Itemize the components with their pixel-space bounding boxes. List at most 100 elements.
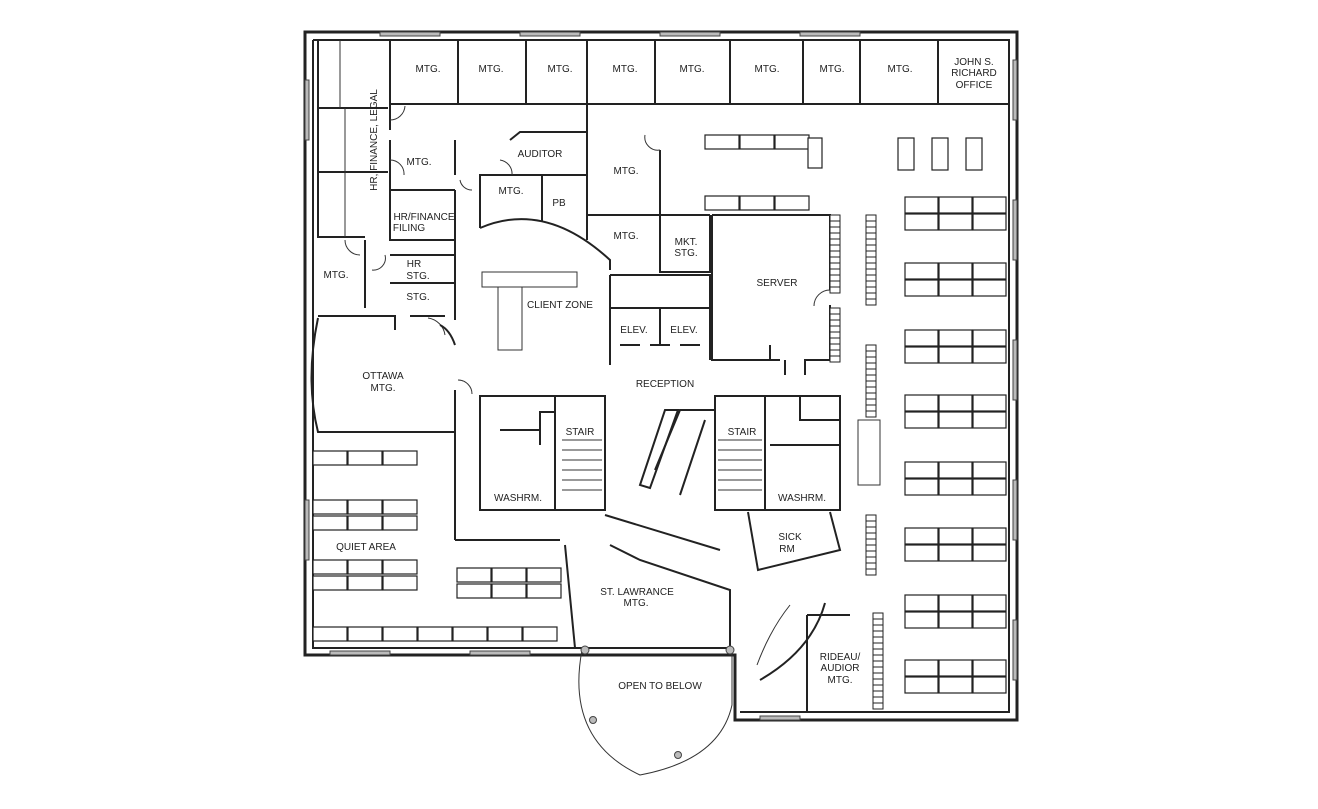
- desk: [938, 594, 973, 612]
- desk: [522, 626, 558, 642]
- label-mtg: MTG.: [888, 64, 913, 75]
- desk: [774, 195, 810, 211]
- label-server: SERVER: [757, 278, 798, 289]
- label-rideau: RIDEAU/: [820, 652, 861, 663]
- reception-desk: [638, 409, 881, 490]
- storage-rack: [865, 256, 877, 264]
- storage-rack: [872, 702, 884, 710]
- storage-rack: [829, 220, 841, 228]
- desk: [347, 575, 383, 591]
- label-mtg: MTG.: [613, 64, 638, 75]
- label-mtg: MTG.: [407, 157, 432, 168]
- desk: [938, 329, 973, 347]
- desk: [972, 527, 1007, 545]
- storage-rack: [865, 392, 877, 400]
- storage-rack: [872, 678, 884, 686]
- label-mkt-stg: MKT.: [675, 237, 698, 248]
- label-rideau: MTG.: [828, 675, 853, 686]
- desk: [938, 478, 973, 496]
- label-elevator: ELEV.: [670, 325, 697, 336]
- desk: [972, 196, 1007, 214]
- storage-rack: [829, 244, 841, 252]
- storage-rack: [872, 660, 884, 668]
- desk: [807, 137, 823, 169]
- desk: [904, 611, 939, 629]
- desk: [931, 137, 949, 171]
- storage-rack: [872, 648, 884, 656]
- desk: [972, 544, 1007, 562]
- label-rideau: AUDIOR: [821, 663, 860, 674]
- desk: [972, 329, 1007, 347]
- desk: [312, 450, 348, 466]
- label-st-lawrance: MTG.: [624, 598, 649, 609]
- label-quiet-area: QUIET AREA: [336, 542, 396, 553]
- storage-rack: [865, 244, 877, 252]
- storage-rack: [865, 362, 877, 370]
- desk: [904, 659, 939, 677]
- storage-rack: [829, 268, 841, 276]
- storage-rack: [872, 672, 884, 680]
- desk: [312, 559, 348, 575]
- desk: [972, 262, 1007, 280]
- desk: [491, 567, 527, 583]
- storage-rack: [865, 526, 877, 534]
- storage-rack: [872, 630, 884, 638]
- storage-rack: [829, 274, 841, 282]
- storage-rack: [865, 544, 877, 552]
- desk: [382, 515, 418, 531]
- desk: [739, 195, 775, 211]
- storage-rack: [865, 350, 877, 358]
- desk: [938, 611, 973, 629]
- desk: [972, 659, 1007, 677]
- desk: [938, 659, 973, 677]
- left-offices: [312, 40, 456, 336]
- desk: [347, 559, 383, 575]
- storage-rack: [865, 220, 877, 228]
- desk: [938, 213, 973, 231]
- storage-rack: [829, 262, 841, 270]
- storage-rack: [865, 520, 877, 528]
- storage-rack: [865, 398, 877, 406]
- label-client-zone: CLIENT ZONE: [527, 300, 593, 311]
- workstations: [312, 134, 1007, 710]
- desk: [312, 515, 348, 531]
- label-auditor: AUDITOR: [518, 149, 563, 160]
- desk: [904, 411, 939, 429]
- storage-rack: [829, 337, 841, 345]
- desk: [938, 279, 973, 297]
- desk: [904, 676, 939, 694]
- storage-rack: [872, 612, 884, 620]
- center-offices: [459, 104, 711, 273]
- label-ottawa: MTG.: [371, 383, 396, 394]
- desk: [526, 567, 562, 583]
- desk: [456, 567, 492, 583]
- label-mtg: MTG.: [499, 186, 524, 197]
- storage-rack: [865, 280, 877, 288]
- storage-rack: [865, 374, 877, 382]
- desk: [904, 461, 939, 479]
- storage-rack: [829, 331, 841, 339]
- desk: [491, 583, 527, 599]
- storage-rack: [865, 262, 877, 270]
- desk: [347, 499, 383, 515]
- storage-rack: [829, 226, 841, 234]
- label-mtg: MTG.: [548, 64, 573, 75]
- label-elevator: ELEV.: [620, 325, 647, 336]
- desk: [904, 544, 939, 562]
- label-hr-filing: FILING: [393, 223, 425, 234]
- st-lawrance-room: [564, 544, 735, 776]
- storage-rack: [865, 274, 877, 282]
- label-sick-room: RM: [779, 544, 795, 555]
- desk: [972, 594, 1007, 612]
- storage-rack: [865, 344, 877, 352]
- desk: [704, 195, 740, 211]
- desk: [904, 279, 939, 297]
- storage-rack: [865, 568, 877, 576]
- desk: [972, 411, 1007, 429]
- label-mtg: MTG.: [755, 64, 780, 75]
- label-hr-stg: STG.: [406, 271, 429, 282]
- storage-rack: [872, 696, 884, 704]
- storage-rack: [829, 325, 841, 333]
- client-zone-desk: [481, 271, 578, 351]
